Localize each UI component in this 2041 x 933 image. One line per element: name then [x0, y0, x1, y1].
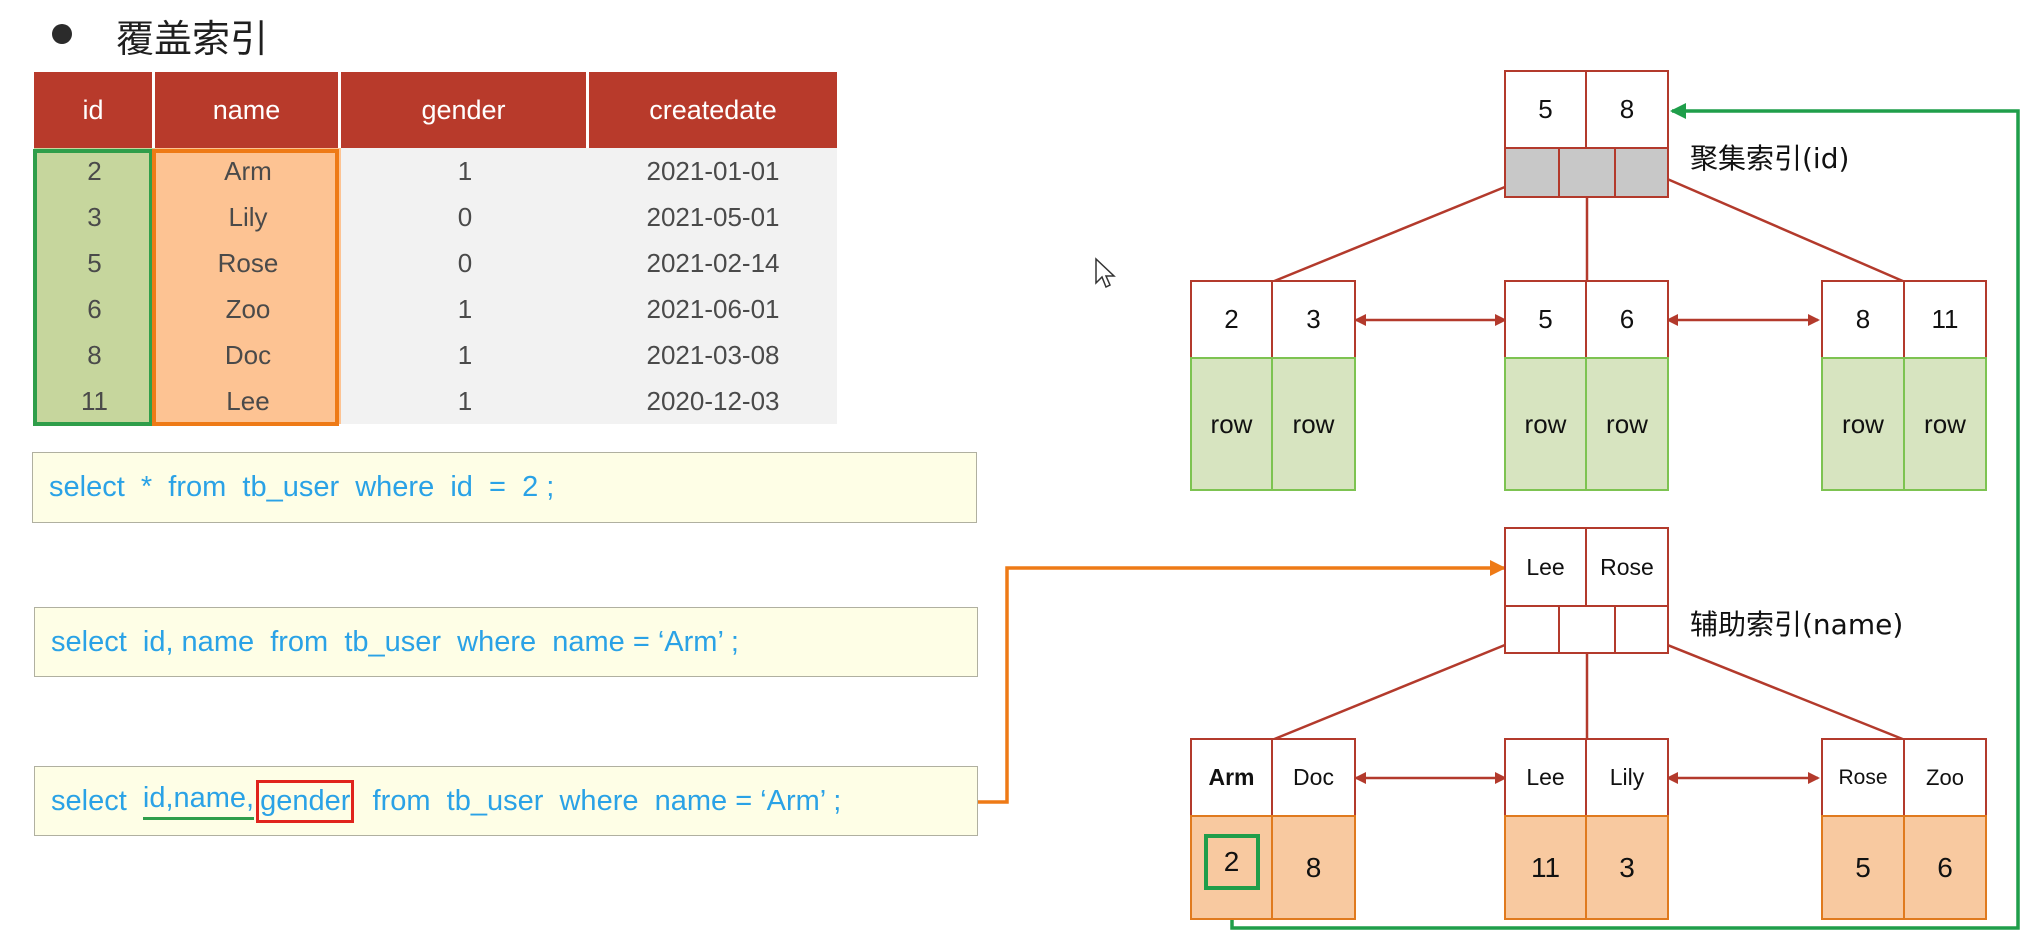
secondary-root-key-2: Rose: [1585, 527, 1669, 607]
cell-id: 3: [34, 194, 155, 240]
clustered-leaf-1-key-1: 2: [1190, 280, 1273, 359]
clustered-root-pointer-2: [1558, 147, 1616, 198]
cell-createdate: 2021-03-08: [589, 332, 837, 378]
header-id: id: [34, 72, 155, 148]
header-createdate: createdate: [589, 72, 837, 148]
clustered-root-key-2: 8: [1585, 70, 1669, 149]
cell-name: Doc: [155, 332, 341, 378]
cell-gender: 0: [341, 240, 589, 286]
sql-query-2-text: select id, name from tb_user where name …: [51, 625, 739, 658]
secondary-leaf-2-key-2: Lily: [1585, 738, 1669, 817]
clustered-leaf-1-key-2: 3: [1271, 280, 1356, 359]
secondary-index-label: 辅助索引(name): [1690, 608, 1904, 641]
clustered-root-pointer-1: [1504, 147, 1560, 198]
clustered-leaf-2-row-1: row: [1504, 357, 1587, 491]
clustered-leaf-3-key-2: 11: [1903, 280, 1987, 359]
secondary-leaf-3-id-1: 5: [1821, 815, 1905, 920]
sql-query-3-idname: id,name,: [142, 782, 255, 820]
secondary-root-pointer-2: [1558, 605, 1616, 654]
header-gender: gender: [341, 72, 589, 148]
sql-query-3-prefix: select: [51, 784, 143, 817]
secondary-leaf-3-key-1: Rose: [1821, 738, 1905, 817]
cell-createdate: 2021-02-14: [589, 240, 837, 286]
secondary-leaf-2-key-1: Lee: [1504, 738, 1587, 817]
cell-createdate: 2020-12-03: [589, 378, 837, 424]
cell-gender: 1: [341, 286, 589, 332]
secondary-leaf-2-id-2: 3: [1585, 815, 1669, 920]
sql-query-3-suffix: from tb_user where name = ‘Arm’ ;: [356, 784, 842, 817]
cell-gender: 0: [341, 194, 589, 240]
cell-createdate: 2021-01-01: [589, 148, 837, 194]
cell-gender: 1: [341, 332, 589, 378]
name-column-highlight: [152, 149, 339, 426]
clustered-leaf-2-key-2: 6: [1585, 280, 1669, 359]
secondary-branches: [1271, 634, 1906, 784]
title-bullet: [52, 24, 72, 44]
sql-query-1-text: select * from tb_user where id = 2 ;: [49, 471, 555, 503]
secondary-root-pointer-3: [1614, 605, 1669, 654]
sql-query-2: select id, name from tb_user where name …: [34, 607, 978, 677]
clustered-leaf-3-key-1: 8: [1821, 280, 1905, 359]
cell-name: Lily: [155, 194, 341, 240]
cell-gender: 1: [341, 378, 589, 424]
cell-name: Lee: [155, 378, 341, 424]
cell-id: 2: [34, 148, 155, 194]
cell-id: 6: [34, 286, 155, 332]
highlight-id-box: 2: [1203, 833, 1260, 890]
secondary-leaf-3-key-2: Zoo: [1903, 738, 1987, 817]
clustered-leaf-1-row-2: row: [1271, 357, 1356, 491]
cursor-icon: [1095, 257, 1116, 289]
secondary-root-pointer-1: [1504, 605, 1560, 654]
secondary-leaf-3-id-2: 6: [1903, 815, 1987, 920]
cell-createdate: 2021-06-01: [589, 286, 837, 332]
secondary-leaf-1-id-2: 8: [1271, 815, 1356, 920]
clustered-leaf-3-row-2: row: [1903, 357, 1987, 491]
cell-id: 8: [34, 332, 155, 378]
clustered-leaf-1-row-1: row: [1190, 357, 1273, 491]
cell-name: Arm: [155, 148, 341, 194]
clustered-leaf-2-row-2: row: [1585, 357, 1669, 491]
sql-query-3: select id,name,gender from tb_user where…: [34, 766, 978, 836]
table-header-row: id name gender createdate: [34, 72, 837, 148]
cell-id: 5: [34, 240, 155, 286]
clustered-index-label: 聚集索引(id): [1690, 142, 1850, 175]
secondary-leaf-1-key-1: Arm: [1190, 738, 1273, 817]
secondary-leaf-2-id-1: 11: [1504, 815, 1587, 920]
id-column-highlight: [33, 149, 153, 426]
cell-createdate: 2021-05-01: [589, 194, 837, 240]
secondary-leaf-1-id-1: 2: [1190, 815, 1273, 920]
secondary-root-key-1: Lee: [1504, 527, 1587, 607]
page-title: 覆盖索引: [116, 17, 269, 61]
sql-query-1: select * from tb_user where id = 2 ;: [32, 452, 977, 523]
header-name: name: [155, 72, 341, 148]
clustered-root-key-1: 5: [1504, 70, 1587, 149]
cell-id: 11: [34, 378, 155, 424]
cell-gender: 1: [341, 148, 589, 194]
sql-query-3-gender: gender: [256, 779, 355, 823]
clustered-leaf-3-row-1: row: [1821, 357, 1905, 491]
clustered-leaf-2-key-1: 5: [1504, 280, 1587, 359]
secondary-leaf-1-key-2: Doc: [1271, 738, 1356, 817]
clustered-root-pointer-3: [1614, 147, 1669, 198]
cell-name: Rose: [155, 240, 341, 286]
cell-name: Zoo: [155, 286, 341, 332]
